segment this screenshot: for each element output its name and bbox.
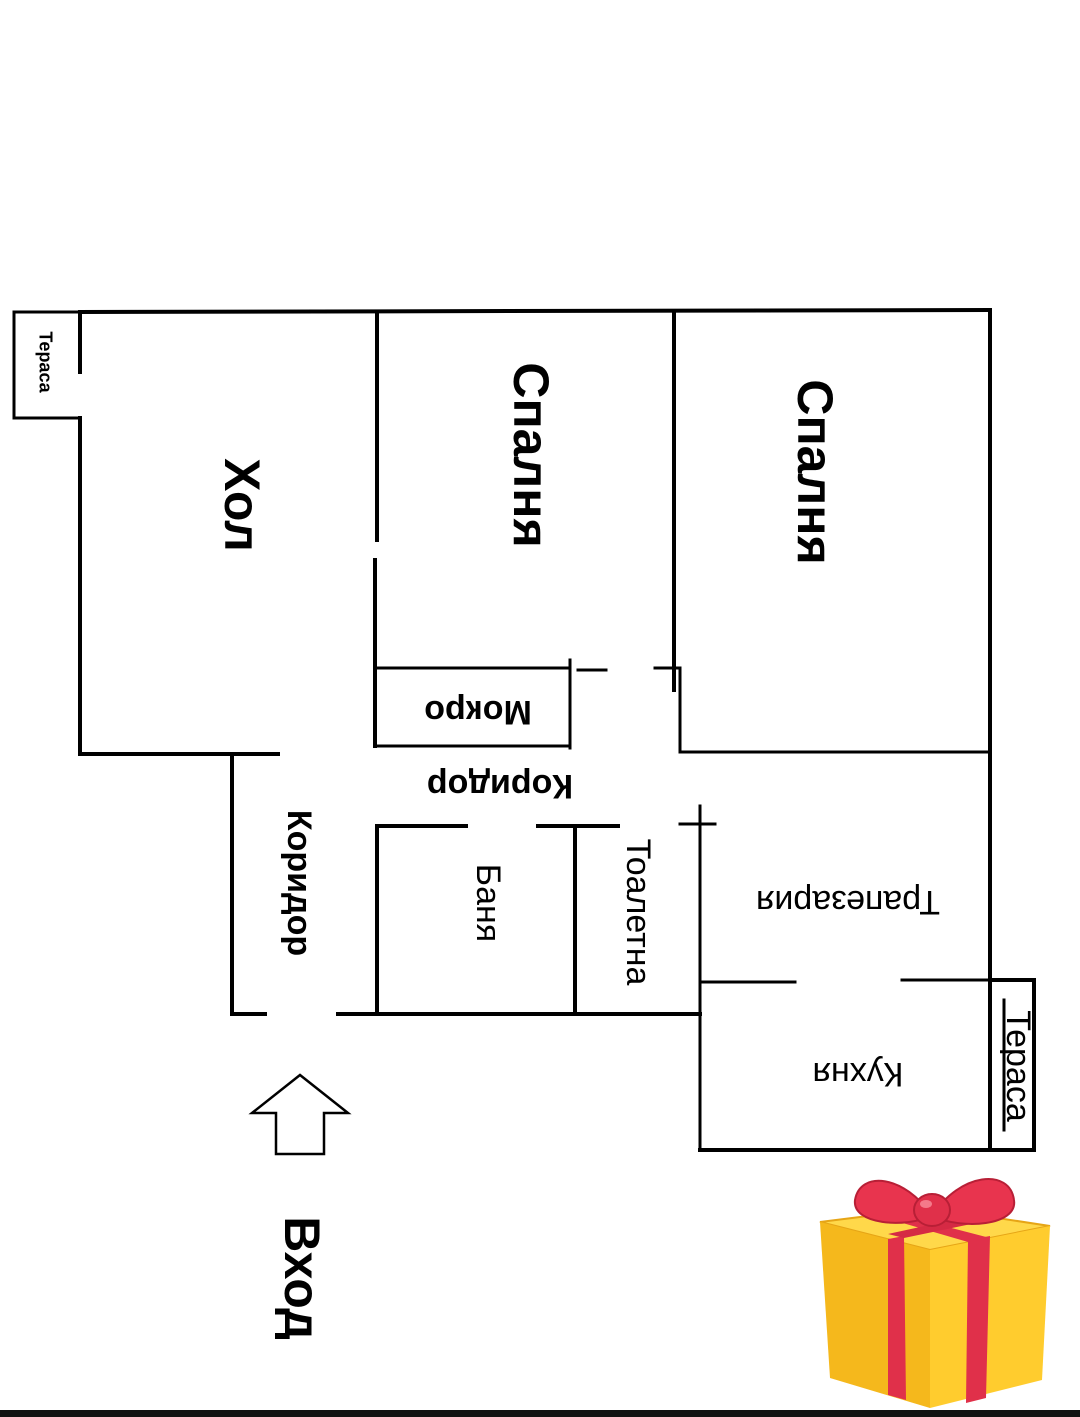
label-bedroom-1: Спалня xyxy=(503,362,559,547)
label-toilet: Тоалетна xyxy=(619,839,657,986)
label-corridor-vertical: Коридор xyxy=(280,810,318,956)
wall-bedroom2-bottom xyxy=(653,666,992,754)
wall-bath-block xyxy=(336,824,702,1016)
label-kitchen: Кухня xyxy=(813,1055,904,1093)
wall-hall-bedroom xyxy=(373,310,379,748)
gift-box-icon xyxy=(819,1178,1051,1408)
wall-wet xyxy=(373,658,608,750)
entrance: Вход xyxy=(248,1073,352,1340)
label-bedroom-2: Спалня xyxy=(787,379,843,564)
wall-kitchen xyxy=(698,978,1036,1152)
wall-dining xyxy=(678,804,992,1152)
label-dining: Трапезария xyxy=(756,883,940,921)
walls xyxy=(12,307,1036,1152)
label-entrance: Вход xyxy=(274,1216,330,1340)
label-hall: Хол xyxy=(214,458,270,552)
up-arrow-outline-icon xyxy=(248,1073,352,1156)
label-terrace-left: Тераса xyxy=(35,331,55,393)
label-corridor-horizontal: Коридор xyxy=(427,767,573,805)
room-labels: Тераса Хол Спалня Спалня Мокро Коридор К… xyxy=(35,331,1037,1122)
label-wet: Мокро xyxy=(424,693,532,731)
bottom-bar xyxy=(0,1410,1080,1417)
label-terrace-right: Тераса xyxy=(999,1010,1037,1122)
wall-terrace-left xyxy=(12,310,82,420)
wall-hall xyxy=(77,307,993,1016)
label-bathroom: Баня xyxy=(469,864,507,942)
